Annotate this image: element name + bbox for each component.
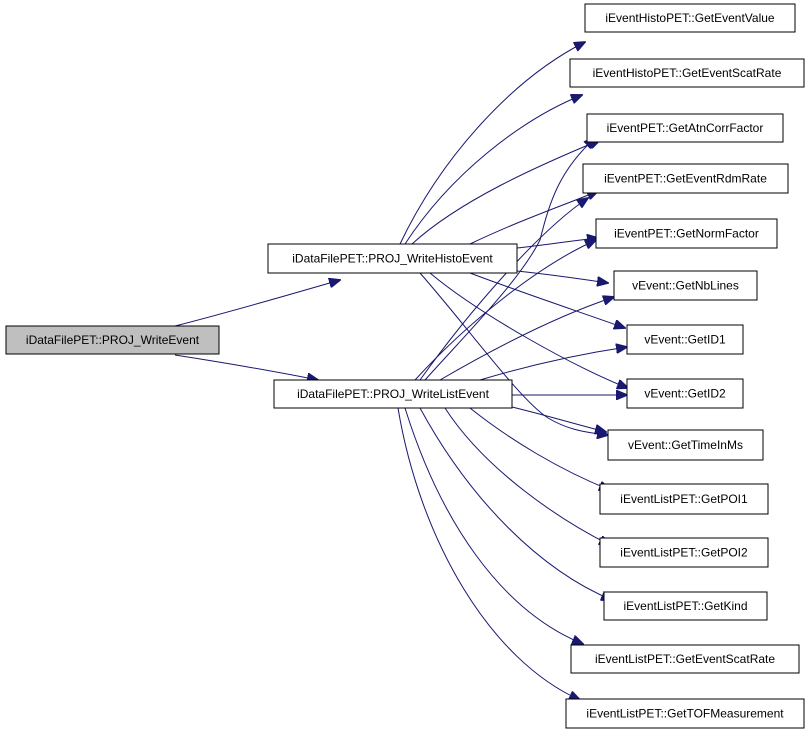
node-v-id2-label: vEvent::GetID2: [644, 387, 726, 401]
node-list-kind[interactable]: iEventListPET::GetKind: [603, 591, 768, 621]
node-histo-get-event-scatrate[interactable]: iEventHistoPET::GetEventScatRate: [569, 58, 805, 88]
node-root[interactable]: iDataFilePET::PROJ_WriteEvent: [5, 325, 220, 355]
edge-list-to-tof: [397, 407, 580, 700]
edge-root-to-write-histo: [174, 280, 340, 327]
node-pet-norm-factor[interactable]: iEventPET::GetNormFactor: [595, 218, 778, 249]
node-pet-rdm-rate-label: iEventPET::GetEventRdmRate: [604, 172, 767, 186]
node-pet-atn-corr[interactable]: iEventPET::GetAtnCorrFactor: [586, 113, 784, 143]
edge-list-to-poi2: [444, 407, 610, 545]
edges: [174, 42, 628, 700]
node-histo-get-event-value[interactable]: iEventHistoPET::GetEventValue: [584, 3, 796, 33]
edge-list-to-kind: [419, 407, 612, 600]
node-root-label: iDataFilePET::PROJ_WriteEvent: [26, 333, 200, 347]
node-list-poi1-label: iEventListPET::GetPOI1: [620, 492, 748, 506]
nodes: iDataFilePET::PROJ_WriteEvent iDataFileP…: [5, 3, 805, 729]
edge-histo-to-get-event-value: [399, 42, 585, 245]
node-pet-norm-factor-label: iEventPET::GetNormFactor: [614, 227, 759, 241]
edge-root-to-write-list: [174, 354, 318, 380]
node-v-id1-label: vEvent::GetID1: [644, 333, 726, 347]
edge-list-to-norm-factor: [414, 240, 596, 381]
node-list-scat-label: iEventListPET::GetEventScatRate: [595, 652, 775, 666]
node-v-id1[interactable]: vEvent::GetID1: [626, 324, 744, 355]
node-histo-get-event-value-label: iEventHistoPET::GetEventValue: [605, 11, 775, 25]
node-v-time-label: vEvent::GetTimeInMs: [628, 438, 743, 452]
node-list-poi1[interactable]: iEventListPET::GetPOI1: [599, 483, 769, 515]
edge-list-to-id1: [479, 347, 627, 381]
node-v-id2[interactable]: vEvent::GetID2: [626, 378, 744, 409]
node-list-tof[interactable]: iEventListPET::GetTOFMeasurement: [565, 698, 805, 729]
edge-histo-to-id1: [469, 272, 625, 328]
edge-histo-to-norm-factor: [516, 238, 598, 249]
node-pet-atn-corr-label: iEventPET::GetAtnCorrFactor: [607, 121, 764, 135]
node-list-scat[interactable]: iEventListPET::GetEventScatRate: [570, 644, 800, 674]
edge-list-to-nblines: [439, 297, 614, 381]
edge-histo-to-get-event-scatrate: [404, 95, 582, 245]
edge-list-to-rdm-rate: [419, 198, 588, 381]
node-write-histo[interactable]: iDataFilePET::PROJ_WriteHistoEvent: [267, 243, 518, 274]
node-write-list[interactable]: iDataFilePET::PROJ_WriteListEvent: [273, 379, 513, 409]
node-list-kind-label: iEventListPET::GetKind: [623, 599, 747, 613]
edge-list-to-scat: [404, 407, 583, 644]
node-v-nblines[interactable]: vEvent::GetNbLines: [613, 270, 758, 301]
edge-list-to-atn-corr: [424, 138, 595, 381]
edge-histo-to-rdm-rate: [469, 191, 598, 245]
node-write-histo-label: iDataFilePET::PROJ_WriteHistoEvent: [292, 252, 493, 266]
node-v-time[interactable]: vEvent::GetTimeInMs: [607, 429, 764, 461]
edge-histo-to-atn-corr: [411, 140, 600, 245]
node-pet-rdm-rate[interactable]: iEventPET::GetEventRdmRate: [582, 163, 789, 194]
node-list-poi2-label: iEventListPET::GetPOI2: [620, 546, 748, 560]
edge-list-to-time: [511, 406, 606, 432]
node-list-tof-label: iEventListPET::GetTOFMeasurement: [586, 707, 784, 721]
node-v-nblines-label: vEvent::GetNbLines: [632, 279, 739, 293]
node-histo-get-event-scatrate-label: iEventHistoPET::GetEventScatRate: [593, 66, 782, 80]
edge-histo-to-id2: [429, 272, 628, 388]
node-write-list-label: iDataFilePET::PROJ_WriteListEvent: [297, 387, 490, 401]
edge-histo-to-time: [419, 272, 608, 435]
edge-histo-to-nblines: [516, 270, 608, 283]
edge-list-to-poi1: [469, 407, 610, 490]
node-list-poi2[interactable]: iEventListPET::GetPOI2: [599, 537, 769, 568]
